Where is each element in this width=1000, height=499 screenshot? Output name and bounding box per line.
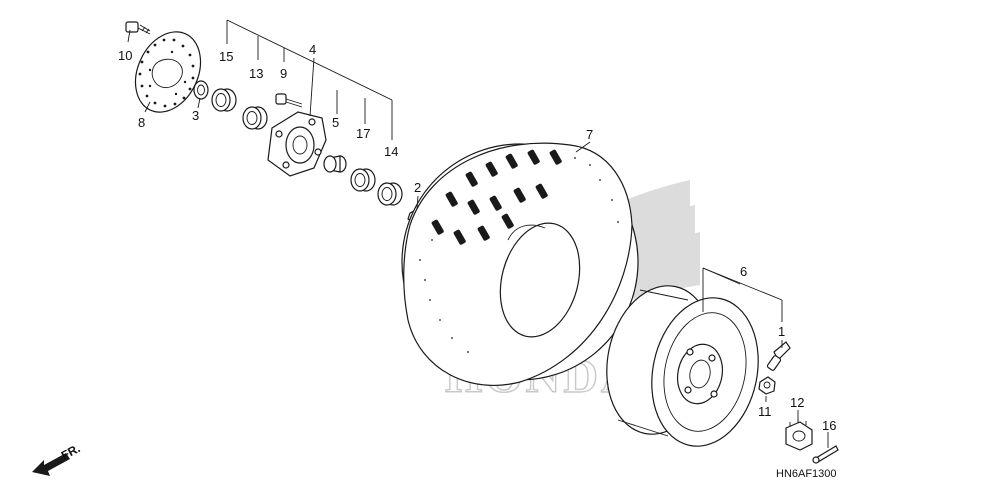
castle-nut — [785, 419, 813, 451]
distance-collar — [323, 155, 347, 173]
hub-bolt — [275, 93, 303, 108]
callout-13: 13 — [249, 66, 263, 81]
callout-5: 5 — [332, 115, 339, 130]
callout-16: 16 — [822, 418, 836, 433]
wheel-hub — [267, 111, 327, 177]
callout-1: 1 — [778, 324, 785, 339]
wheel-nut — [758, 376, 776, 395]
callout-7: 7 — [586, 127, 593, 142]
callout-12: 12 — [790, 395, 804, 410]
callout-9: 9 — [280, 66, 287, 81]
leader-lines — [127, 19, 829, 448]
callout-4: 4 — [309, 42, 316, 57]
callout-15: 15 — [219, 49, 233, 64]
callout-10: 10 — [118, 48, 132, 63]
brake-disc — [134, 31, 202, 113]
callout-6: 6 — [740, 264, 747, 279]
cotter-pin — [812, 445, 839, 464]
diagram-code: HN6AF1300 — [776, 468, 837, 480]
tire-valve — [766, 341, 791, 371]
callout-11: 11 — [758, 404, 772, 419]
callout-3: 3 — [192, 108, 199, 123]
front-direction-arrow — [32, 453, 70, 476]
bearing-17 — [350, 168, 376, 192]
spacer-3 — [193, 80, 209, 100]
callout-2: 2 — [414, 180, 421, 195]
disc-bolt — [125, 21, 151, 35]
oil-seal-15 — [211, 88, 237, 112]
atv-tire — [401, 142, 639, 386]
wheel-rim — [606, 285, 759, 447]
callout-8: 8 — [138, 115, 145, 130]
callout-14: 14 — [384, 144, 398, 159]
callout-17: 17 — [356, 126, 370, 141]
bearing-13 — [242, 106, 268, 130]
oil-seal-14 — [377, 182, 403, 206]
